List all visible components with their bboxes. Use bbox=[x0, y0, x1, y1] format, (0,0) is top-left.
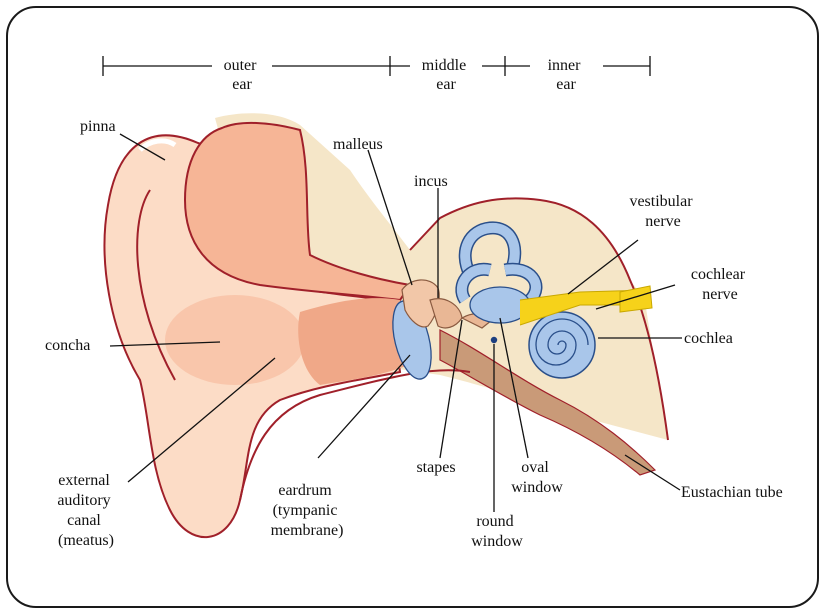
section-scale-bar: outer ear middle ear inner ear bbox=[103, 56, 650, 93]
label-vestibular-nerve: vestibular nerve bbox=[629, 193, 696, 230]
label-pinna: pinna bbox=[80, 118, 116, 135]
label-stapes: stapes bbox=[416, 459, 455, 476]
label-round-window: round window bbox=[471, 513, 523, 550]
label-external-auditory-canal: external auditory canal (meatus) bbox=[57, 472, 114, 549]
round-window-dot bbox=[491, 337, 497, 343]
label-middle-ear: middle ear bbox=[422, 57, 470, 93]
label-concha: concha bbox=[45, 337, 90, 354]
label-eustachian-tube: Eustachian tube bbox=[681, 484, 783, 501]
label-outer-ear: outer ear bbox=[224, 57, 261, 93]
cochlea-shape bbox=[529, 312, 595, 378]
leader-eustachian-tube bbox=[625, 455, 680, 490]
label-incus: incus bbox=[414, 173, 448, 190]
label-cochlear-nerve: cochlear nerve bbox=[691, 266, 749, 303]
concha-shape bbox=[165, 295, 305, 385]
label-inner-ear: inner ear bbox=[548, 57, 585, 93]
label-malleus: malleus bbox=[333, 136, 383, 153]
ear-illustration bbox=[105, 113, 668, 537]
label-oval-window: oval window bbox=[511, 459, 563, 496]
label-cochlea: cochlea bbox=[684, 330, 733, 347]
label-eardrum: eardrum (tympanic membrane) bbox=[271, 482, 344, 539]
